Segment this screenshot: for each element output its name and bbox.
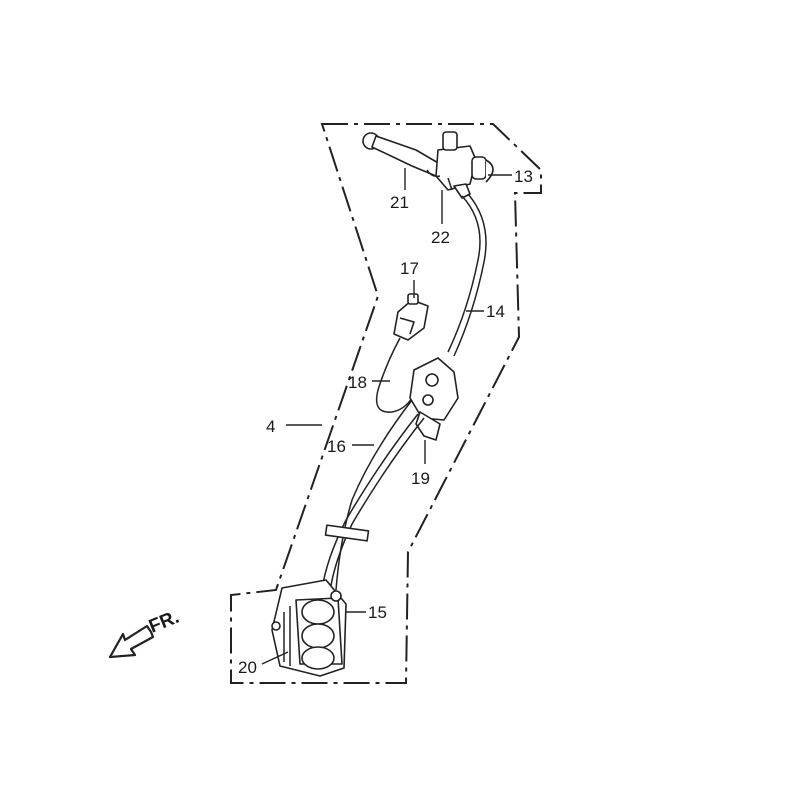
callout-13: 13: [514, 167, 533, 186]
sensor-wire: [375, 337, 413, 413]
callout-4: 4: [266, 417, 275, 436]
front-direction-indicator: FR.: [108, 607, 182, 659]
sensor-connector: [393, 293, 429, 341]
arrow-down-left-icon: [108, 624, 155, 659]
callout-16: 16: [327, 437, 346, 456]
brake-hose-lower: [321, 399, 425, 593]
callout-18: 18: [348, 373, 367, 392]
junction-block: [409, 357, 459, 441]
callout-14: 14: [486, 302, 505, 321]
callout-20: 20: [238, 658, 257, 677]
callout-21: 21: [390, 193, 409, 212]
brake-hose-upper: [447, 193, 487, 357]
front-label: FR.: [146, 607, 182, 638]
brake-caliper: [271, 579, 347, 677]
callout-22: 22: [431, 228, 450, 247]
assembly-boundary: [230, 123, 542, 684]
callout-19: 19: [411, 469, 430, 488]
callout-17: 17: [400, 259, 419, 278]
callout-15: 15: [368, 603, 387, 622]
brake-lever-assembly: [362, 131, 494, 199]
